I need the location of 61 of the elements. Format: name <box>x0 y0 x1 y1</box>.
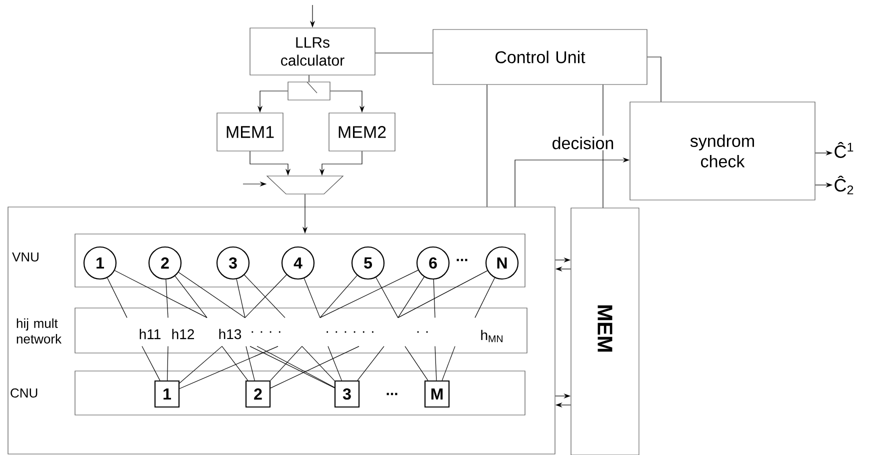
output-symbol: Ĉ$_{2}$ <box>834 176 854 194</box>
check-node-square: 1 <box>154 380 180 408</box>
multiplier-label: . . . . <box>252 331 280 333</box>
edge-label: decision <box>550 136 616 150</box>
connector-line <box>178 272 246 318</box>
unit-label: VNU <box>12 252 38 262</box>
block-box: MEM2 <box>328 112 396 152</box>
unit-label: hij mult network <box>16 318 62 344</box>
connector-line <box>433 279 436 318</box>
memory-column: MEM <box>570 208 640 455</box>
connector-line <box>434 346 437 381</box>
multiplier-label: . <box>426 331 428 333</box>
multiplier-label: h11 <box>140 328 160 340</box>
connector-line <box>602 84 604 208</box>
unit-label: CNU <box>10 388 38 398</box>
connector-line <box>222 346 248 381</box>
multiplier-label: h13 <box>219 328 242 340</box>
ellipsis: ... <box>456 258 468 262</box>
output-symbol: Ĉ$^{1}$ <box>834 142 854 158</box>
connector-line <box>246 346 255 381</box>
switch-symbol <box>288 82 330 100</box>
connector-line <box>308 75 310 82</box>
connector-line <box>320 270 418 318</box>
check-node-square: 2 <box>245 380 271 408</box>
connector-line <box>375 52 433 54</box>
connector-line <box>107 278 128 318</box>
connector-line <box>236 278 246 318</box>
block-box: syndrom check <box>630 102 816 200</box>
connector-line <box>404 346 428 381</box>
block-box: Control Unit <box>432 29 648 85</box>
connector-line <box>179 346 222 384</box>
connector-line <box>442 346 456 381</box>
connector-line <box>174 276 208 318</box>
connector-line <box>167 346 168 381</box>
connector-line <box>179 346 278 389</box>
connector-line <box>486 84 488 207</box>
connector-line <box>647 56 662 102</box>
connector-line <box>376 277 398 318</box>
multiplier-label: . <box>417 331 419 333</box>
connector-line <box>302 346 335 381</box>
check-node-square: M <box>424 380 450 408</box>
connector-line <box>270 346 360 388</box>
block-box: MEM1 <box>216 112 284 152</box>
connector-line <box>398 276 424 318</box>
check-node-square: 3 <box>334 380 360 408</box>
multiplier-label: h12 <box>172 328 194 340</box>
multiplier-label: h$_{MN}$ <box>481 330 502 342</box>
decoder-frame <box>8 206 556 454</box>
connector-line <box>114 270 208 318</box>
connector-line <box>474 278 495 318</box>
connector-line <box>398 270 488 318</box>
connector-line <box>304 278 320 318</box>
connector-line <box>142 346 160 381</box>
multiplier-label: . . . . . . <box>326 331 374 333</box>
connector-line <box>166 279 168 318</box>
connector-line <box>357 346 384 381</box>
ellipsis: ... <box>386 392 398 396</box>
connector-line <box>320 275 358 318</box>
connector-line <box>328 346 342 381</box>
block-box: LLRs calculator <box>250 28 376 76</box>
connector-line <box>270 346 302 381</box>
